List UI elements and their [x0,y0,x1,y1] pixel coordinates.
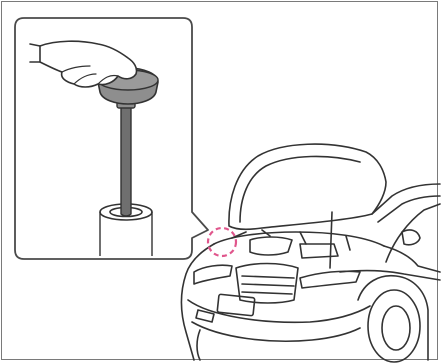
door-window-line [386,204,440,262]
dipstick-rod [121,104,131,216]
car-drawing [182,144,441,362]
inset-callout [15,18,208,259]
grille-slat [242,284,294,286]
rear-wheel-partial [197,330,200,360]
fender-top [384,246,440,272]
grille-slat [242,276,294,278]
lower-bumper [192,322,360,341]
front-tire [368,290,420,362]
engine-component [250,237,292,255]
right-headlight [300,271,360,288]
front-rim [382,306,410,350]
license-plate [217,294,255,316]
grille-slat [242,292,292,294]
side-mirror [402,230,420,245]
reservoir-highlight-circle [208,228,236,256]
engine-component-2 [300,244,338,258]
left-headlight [194,265,232,284]
